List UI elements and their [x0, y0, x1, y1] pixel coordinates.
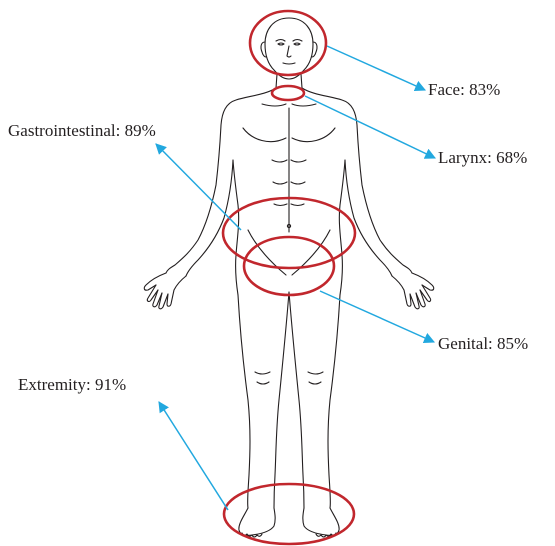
genital-ring: [244, 237, 334, 295]
face-arrow: [327, 46, 425, 90]
highlight-rings: [223, 11, 355, 544]
larynx-label: Larynx: 68%: [438, 148, 527, 168]
extremity-label: Extremity: 91%: [18, 375, 126, 395]
larynx-arrow: [305, 96, 435, 158]
genital-label: Genital: 85%: [438, 334, 528, 354]
gastrointestinal-label: Gastrointestinal: 89%: [8, 121, 156, 141]
face-label: Face: 83%: [428, 80, 500, 100]
larynx-ring: [272, 86, 304, 100]
human-figure-outline: [144, 18, 433, 537]
gastrointestinal-arrow: [156, 144, 241, 230]
pointer-arrows: [156, 46, 435, 510]
face-ring: [250, 11, 326, 75]
extremity-arrow: [159, 402, 228, 510]
extremity-ring: [224, 484, 354, 544]
